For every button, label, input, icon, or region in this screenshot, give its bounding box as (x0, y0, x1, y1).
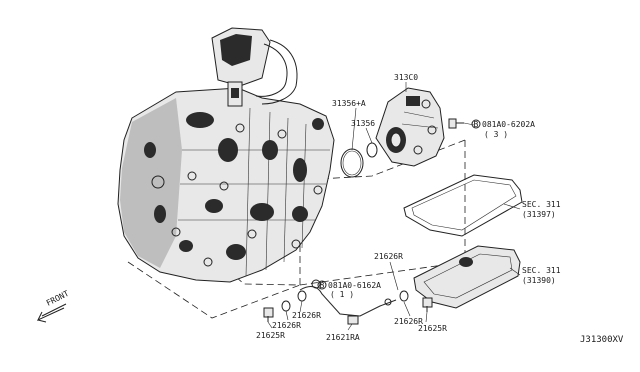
front-direction-arrow: FRONT (36, 289, 71, 323)
label-pump-bolt: 081A0-6202A (482, 120, 535, 129)
label-pan-ref: (31390) (522, 276, 556, 285)
pump-mounting-bolt[interactable] (448, 118, 464, 129)
drain-plug-right[interactable] (399, 290, 433, 312)
label-hose: 21621RA (326, 333, 360, 342)
label-o-ring-small: 31356 (351, 119, 375, 128)
bolt-callout-letter-hose: B (320, 281, 325, 290)
label-gasket-ref: (31397) (522, 210, 556, 219)
oil-cooler-hose[interactable] (299, 286, 397, 325)
label-washer-b: 21626R (272, 321, 301, 330)
bolt-callout-circle-hose (317, 280, 327, 290)
label-pump-bolt-qty: ( 3 ) (484, 130, 508, 139)
transmission-assembly[interactable] (117, 27, 335, 283)
housing-bolts (151, 123, 323, 267)
label-washer-a: 21626R (292, 311, 321, 320)
oil-pump-assembly[interactable] (375, 87, 445, 167)
label-oil-pump: 313C0 (394, 73, 418, 82)
label-washer-right: 21626R (394, 317, 423, 326)
label-plug-right: 21625R (418, 324, 447, 333)
bolt-callout-circle-top (471, 119, 481, 129)
housing-detail-shading (144, 112, 324, 260)
label-sec-gasket: SEC. 311 (522, 200, 561, 209)
o-ring-large[interactable] (340, 148, 364, 178)
diagram-reference-code: J31300XV (580, 335, 624, 345)
label-hose-bolt: 081A0-6162A (328, 281, 381, 290)
label-hose-bolt-qty: ( 1 ) (330, 290, 354, 299)
bolt-callout-letter-top: B (474, 120, 479, 129)
label-o-ring-large: 31356+A (332, 99, 366, 108)
label-sec-pan: SEC. 311 (522, 266, 561, 275)
label-washer-top: 21626R (374, 252, 403, 261)
oil-pan-gasket[interactable] (403, 174, 523, 237)
oil-pan[interactable] (413, 245, 521, 309)
part-labels: 313C0 31356+A 31356 B 081A0-6202A ( 3 ) … (256, 73, 624, 345)
front-label: FRONT (45, 289, 71, 308)
label-plug-left: 21625R (256, 331, 285, 340)
o-ring-small[interactable] (366, 142, 378, 158)
control-unit-connector (211, 27, 298, 107)
